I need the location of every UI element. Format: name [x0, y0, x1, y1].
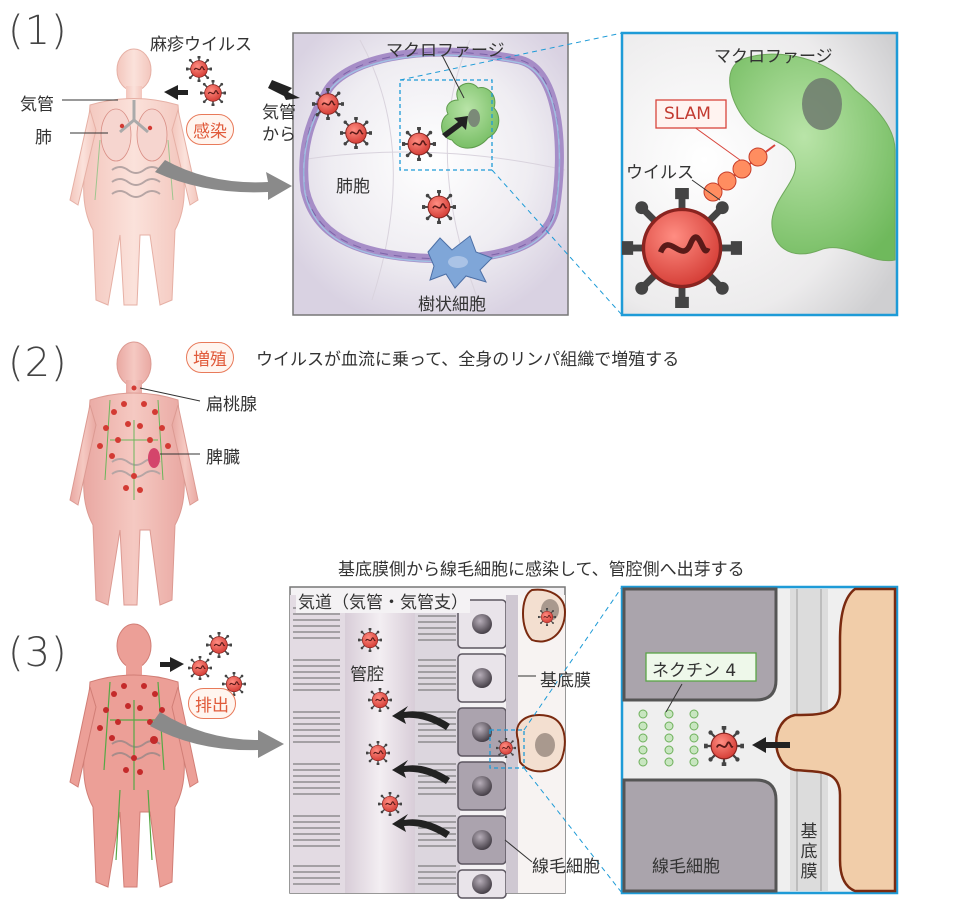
excretion-badge: 排出 [188, 688, 236, 719]
virus-icon [206, 632, 232, 658]
zoom-virus-label: ウイルス [626, 163, 694, 183]
virus-icon [378, 792, 402, 816]
lung-label: 肺 [35, 128, 52, 148]
from-trachea-label-1: 気管 [262, 103, 296, 123]
airway-panel [289, 586, 567, 899]
virus-icon [358, 628, 382, 652]
spleen-label: 脾臓 [206, 448, 240, 468]
tonsil-label: 扁桃腺 [206, 395, 257, 415]
zoom-connector [491, 169, 623, 316]
slam-label: SLAM [664, 104, 711, 124]
measles-virus-label: 麻疹ウイルス [150, 35, 252, 55]
ciliated-pointer [504, 839, 533, 863]
virus-icon [186, 56, 212, 82]
virus-icon [312, 88, 344, 120]
virus-icon [496, 738, 516, 758]
virus-icon [368, 688, 392, 712]
virus-icon [422, 190, 456, 224]
virus-icon [188, 656, 212, 680]
arrow-right-icon [160, 657, 184, 672]
gray-arrow-icon [155, 160, 292, 200]
arrow-icon [268, 80, 300, 100]
infection-badge: 感染 [186, 114, 234, 145]
step-3-caption: 基底膜側から線毛細胞に感染して、管腔側へ出芽する [338, 560, 745, 580]
airway-label: 気道（気管・気管支） [296, 588, 470, 613]
macrophage-label: マクロファージ [386, 41, 505, 61]
virus-icon [704, 726, 744, 766]
zoom-connector [523, 586, 623, 731]
macrophage-pointer [441, 54, 465, 99]
step-2-caption: ウイルスが血流に乗って、全身のリンパ組織で増殖する [256, 350, 680, 370]
alveolus-label: 肺胞 [336, 177, 370, 197]
virus-icon [538, 608, 556, 626]
zoom-ciliated-label: 線毛細胞 [652, 857, 720, 877]
virus-icon [622, 188, 742, 308]
virus-icon [340, 117, 372, 149]
emerge-arrows [392, 706, 450, 838]
gray-arrow-icon [150, 712, 284, 758]
zoom-connector [399, 32, 623, 81]
step-1-label: (1) [8, 8, 68, 54]
proliferation-badge: 増殖 [186, 342, 234, 373]
step-3-label: (3) [8, 630, 68, 676]
virus-icon [200, 80, 226, 106]
virus-icon [402, 127, 436, 161]
arrow-icon [442, 116, 468, 138]
nectin-label: ネクチン 4 [652, 661, 737, 681]
ciliated-cell-label: 線毛細胞 [532, 857, 600, 877]
ciliated-zoom-panel [620, 585, 899, 895]
dendritic-cell-label: 樹状細胞 [418, 295, 486, 315]
zoom-macrophage-label: マクロファージ [714, 47, 833, 67]
tonsil-pointer [139, 387, 201, 402]
basement-membrane-label: 基底膜 [540, 671, 591, 691]
arrow-left-icon [164, 85, 188, 100]
virus-icon [366, 741, 390, 765]
trachea-label: 気管 [20, 95, 54, 115]
lumen-label: 管腔 [350, 665, 384, 685]
zoom-basement-label: 基 底 膜 [800, 822, 818, 882]
from-trachea-label-2: から [262, 125, 296, 145]
step-2-label: (2) [8, 340, 68, 386]
alveolus-panel [292, 32, 569, 316]
macrophage-zoom-panel [620, 31, 899, 317]
body-figure-2 [69, 341, 199, 606]
